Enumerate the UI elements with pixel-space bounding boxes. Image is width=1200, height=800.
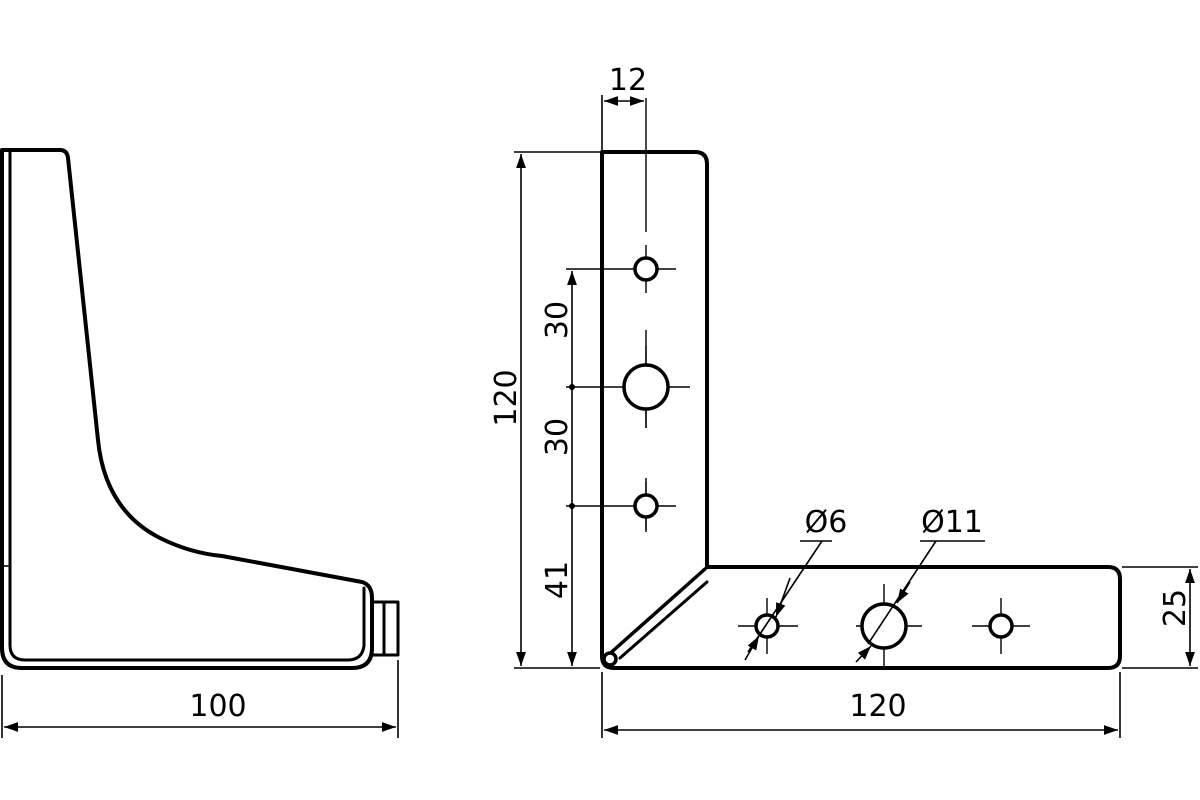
dim-large-dia-label: Ø11 [921,505,983,540]
hole-small-2 [633,493,659,519]
front-view-rib-end [602,651,618,667]
dim-spacing-lower-label: 30 [540,418,575,456]
dim-chain-dot-2 [569,503,575,509]
dim-small-dia-arrow-2 [744,635,760,661]
hole-large-1 [622,363,670,411]
side-view-outline [0,148,374,670]
front-view-rib-outer [604,567,707,659]
hole-small-1 [633,256,659,282]
dim-bottom-offset-label: 41 [540,561,575,599]
dim-large-dia-arrow-1 [896,581,911,604]
dim-small-dia-leader [747,540,823,653]
dim-large-dia-arrow-2 [855,645,872,663]
side-view-width-label: 100 [189,689,246,724]
side-view-inner-line [8,148,366,662]
dim-spacing-upper-label: 30 [540,301,575,339]
dim-chain-dot-1 [569,384,575,390]
front-view-outline [600,150,1122,670]
dim-small-dia-arrow-1 [775,577,791,618]
front-view-rib-inner [618,580,709,660]
side-view: 100 [0,148,400,738]
dim-12-label: 12 [609,63,647,98]
dim-small-dia-label: Ø6 [805,505,848,540]
dim-width-label: 120 [849,689,906,724]
hole-large-2 [860,602,908,650]
dim-height-label: 120 [489,369,524,426]
hole-small-4 [988,613,1014,639]
dim-arm-height-label: 25 [1158,589,1193,627]
front-view: 12 120 30 30 41 25 120 Ø6 [489,63,1198,738]
